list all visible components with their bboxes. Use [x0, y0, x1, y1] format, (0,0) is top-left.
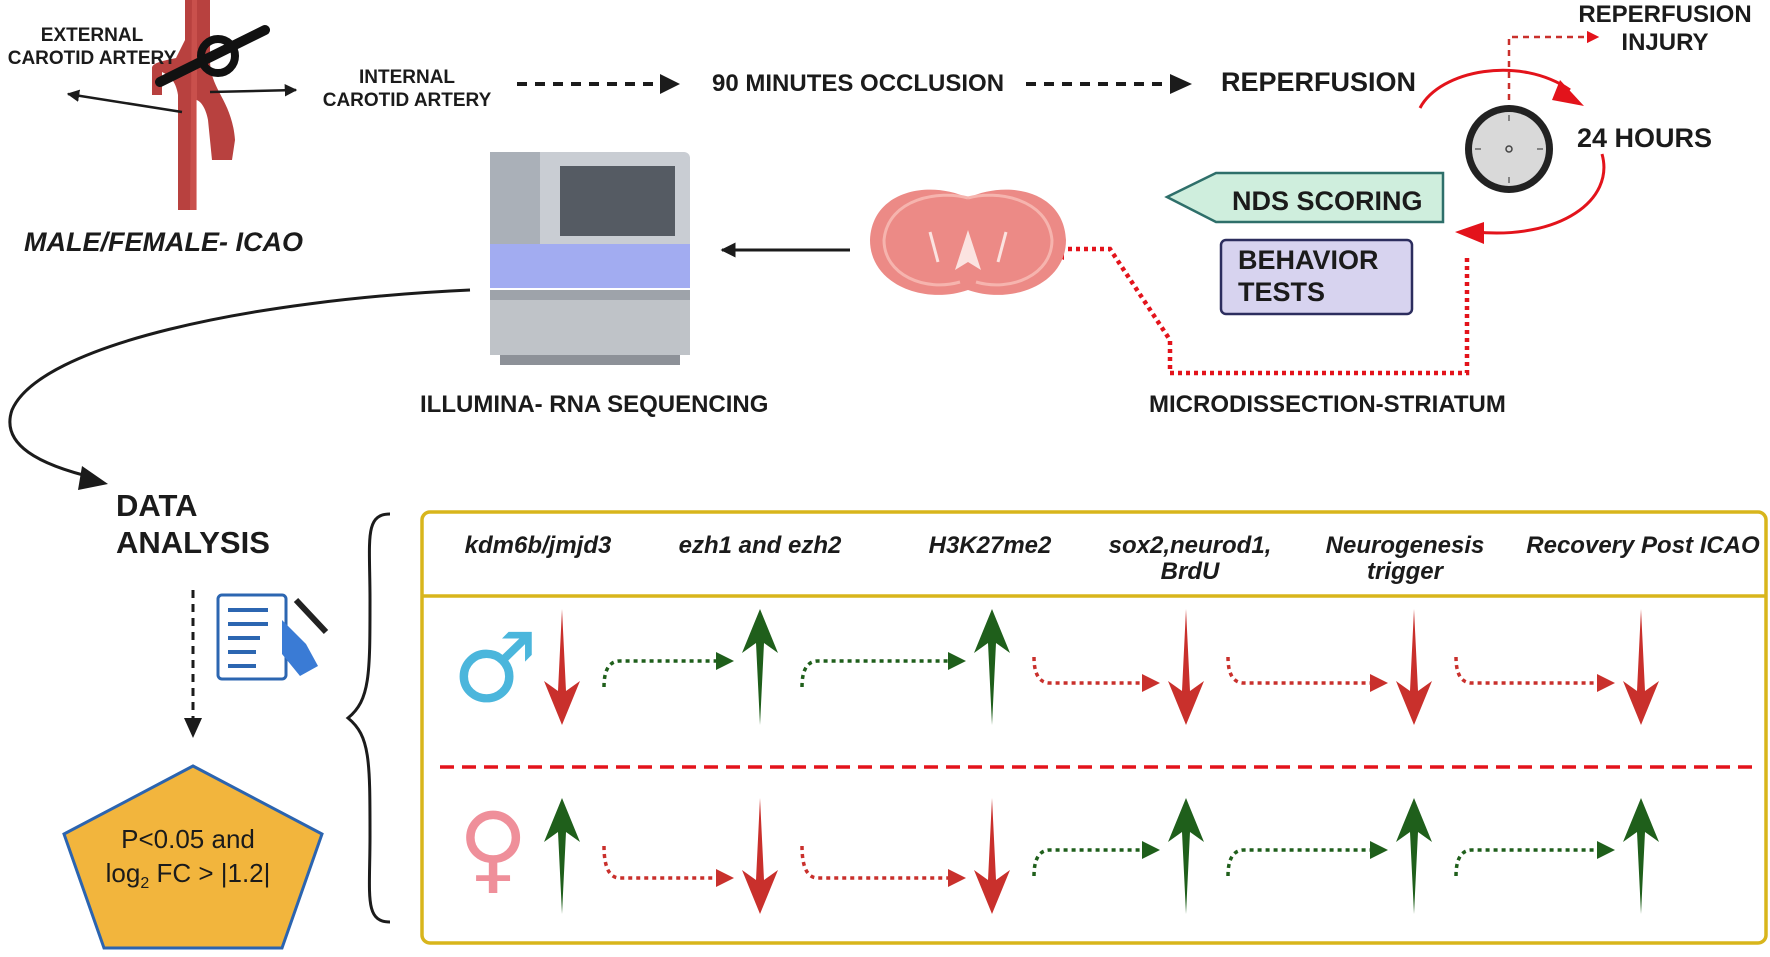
female-connector-head-4: [1370, 841, 1388, 859]
male-connector-head-4: [1370, 674, 1388, 692]
female-down-arrow-3: [974, 798, 1010, 914]
female-connector-5: [1454, 848, 1599, 877]
header-h3k27me2: H3K27me2: [928, 532, 1052, 559]
female-up-arrow-5: [1396, 798, 1432, 914]
microdissection-label: MICRODISSECTION-STRIATUM: [1149, 391, 1506, 418]
female-connector-head-2: [948, 869, 966, 887]
internal-carotid-pointer: [209, 84, 298, 97]
checklist-icon: [216, 593, 329, 681]
male-connector-head-2: [948, 652, 966, 670]
occlusion-label: 90 MINUTES OCCLUSION: [712, 70, 1005, 97]
male-connector-3: [1032, 656, 1144, 685]
female-down-arrow-2: [742, 798, 778, 914]
statistics-line-1: P<0.05 and: [121, 824, 255, 854]
grouping-brace: [345, 512, 391, 924]
male-connector-head-1: [716, 652, 734, 670]
female-up-arrow-6: [1623, 798, 1659, 914]
female-up-arrow-1: [544, 798, 580, 914]
male-down-arrow-5: [1396, 609, 1432, 725]
male-down-arrow-6: [1623, 609, 1659, 725]
header-recovery: Recovery Post ICAO: [1526, 532, 1760, 559]
female-connector-head-5: [1597, 841, 1615, 859]
model-label: MALE/FEMALE- ICAO: [24, 227, 303, 257]
header-ezh: ezh1 and ezh2: [678, 532, 842, 559]
sequencing-label: ILLUMINA- RNA SEQUENCING: [420, 391, 769, 418]
female-connector-4: [1226, 848, 1372, 877]
nds-scoring-box: [1164, 171, 1445, 224]
statistics-line-2: log2 FC > |1.2|: [105, 858, 271, 893]
hours-label: 24 HOURS: [1577, 123, 1713, 153]
female-connector-3: [1032, 848, 1144, 877]
carotid-artery-icon: [152, 0, 235, 210]
female-up-arrow-4: [1168, 798, 1204, 914]
male-connector-2: [800, 659, 950, 688]
behavior-tests-box: [1219, 238, 1414, 316]
male-down-arrow-1: [544, 609, 580, 725]
male-connector-head-3: [1142, 674, 1160, 692]
female-symbol: ♀: [458, 792, 529, 904]
arrow-to-data-analysis: [8, 288, 471, 480]
statistics-criteria: P<0.05 and log2 FC > |1.2|: [88, 822, 288, 901]
male-up-arrow-3: [974, 609, 1010, 725]
reperfusion-injury-arrow: [1507, 30, 1600, 111]
male-symbol: ♂: [452, 612, 539, 724]
cycle-arc-bottom: [1474, 153, 1606, 235]
results-box: [420, 510, 1768, 945]
header-sox2: sox2,neurod1,BrdU: [1108, 532, 1272, 585]
header-kdm6b: kdm6b/jmjd3: [464, 532, 612, 559]
nds-scoring-label: NDS SCORING: [1232, 186, 1423, 216]
male-connector-head-5: [1597, 674, 1615, 692]
brain-slice-icon: [870, 189, 1066, 295]
reperfusion-label: REPERFUSION: [1221, 67, 1417, 97]
external-carotid-pointer: [66, 89, 183, 114]
female-connector-head-1: [716, 869, 734, 887]
occlusion-knot-icon: [155, 25, 270, 87]
male-connector-4: [1226, 656, 1372, 685]
statistics-pentagon: [62, 764, 324, 950]
clock-icon: [1465, 105, 1553, 193]
sequencer-icon: [490, 152, 690, 365]
female-connector-1: [602, 845, 718, 880]
cycle-arc-top: [1418, 68, 1571, 109]
male-connector-1: [602, 659, 718, 688]
male-up-arrow-2: [742, 609, 778, 725]
female-connector-head-3: [1142, 841, 1160, 859]
female-connector-2: [800, 845, 950, 880]
male-connector-5: [1454, 656, 1599, 685]
male-down-arrow-4: [1168, 609, 1204, 725]
microdissection-path: [1055, 246, 1470, 376]
